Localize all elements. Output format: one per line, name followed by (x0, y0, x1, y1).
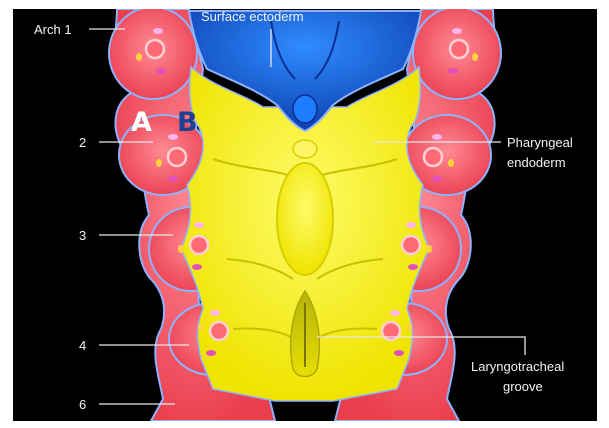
marker-b: B (177, 107, 198, 138)
median-swelling-top (293, 140, 317, 158)
label-arch6: 6 (79, 397, 86, 412)
median-swelling (277, 163, 333, 275)
label-laryngotracheal: Laryngotracheal (471, 359, 564, 374)
diagram-panel: Surface ectoderm Arch 1 2 3 4 6 Pharynge… (13, 9, 597, 421)
pharyngeal-arches-diagram: Surface ectoderm Arch 1 2 3 4 6 Pharynge… (13, 9, 597, 421)
label-endoderm: endoderm (507, 155, 566, 170)
label-arch4: 4 (79, 338, 86, 353)
label-pharyngeal: Pharyngeal (507, 135, 573, 150)
label-groove: groove (503, 379, 543, 394)
label-arch2: 2 (79, 135, 86, 150)
label-arch1: Arch 1 (34, 22, 72, 37)
label-surface-ectoderm: Surface ectoderm (201, 9, 304, 24)
marker-a: A (131, 107, 152, 138)
ectoderm-pit (293, 95, 317, 123)
label-arch3: 3 (79, 228, 86, 243)
